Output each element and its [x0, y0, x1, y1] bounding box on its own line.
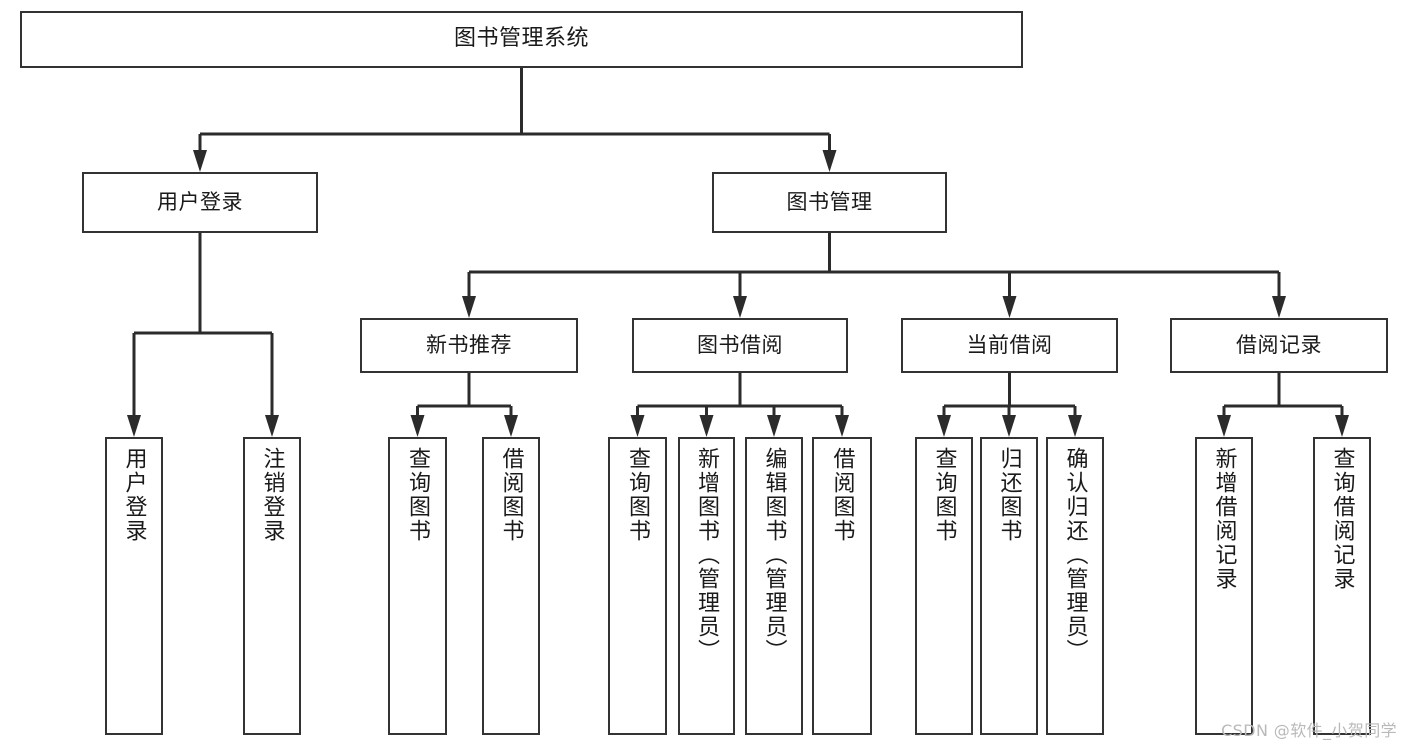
arrow-head-leaf-cur-3	[1068, 415, 1082, 437]
node-label: 图书管理	[786, 189, 873, 214]
node-current[interactable]: 当前借阅	[901, 318, 1118, 373]
node-label: 查询借阅记录	[1329, 447, 1355, 591]
node-leaf-new-2[interactable]: 借阅图书	[482, 437, 540, 735]
node-label: 查询图书	[931, 447, 957, 543]
node-bookmgmt[interactable]: 图书管理	[712, 172, 947, 233]
node-label: 借阅记录	[1236, 332, 1322, 357]
arrow-head-leaf-bor-2	[699, 415, 714, 437]
node-records[interactable]: 借阅记录	[1170, 318, 1388, 373]
node-leaf-rec-2[interactable]: 查询借阅记录	[1313, 437, 1371, 735]
node-borrow[interactable]: 图书借阅	[632, 318, 848, 373]
node-label: 新书推荐	[426, 332, 512, 357]
node-label: 归还图书	[996, 447, 1022, 543]
arrow-head-leaf-rec-1	[1217, 415, 1231, 437]
arrow-head-leaf-new-2	[504, 415, 518, 437]
arrow-head-login	[193, 150, 207, 172]
node-label: 新增借阅记录	[1211, 447, 1237, 591]
arrow-head-leaf-login-1	[127, 415, 141, 437]
arrow-head-newbooks	[462, 296, 476, 318]
node-label: 用户登录	[121, 447, 147, 543]
node-leaf-bor-2[interactable]: 新增图书（管理员）	[678, 437, 735, 735]
arrow-head-leaf-bor-4	[835, 415, 849, 437]
node-login[interactable]: 用户登录	[82, 172, 318, 233]
node-label: 确认归还（管理员）	[1062, 447, 1088, 663]
arrow-head-leaf-login-2	[265, 415, 279, 437]
node-label: 当前借阅	[966, 332, 1053, 357]
arrow-head-bookmgmt	[822, 150, 837, 172]
node-leaf-cur-2[interactable]: 归还图书	[980, 437, 1038, 735]
node-leaf-login-1[interactable]: 用户登录	[105, 437, 163, 735]
arrow-head-leaf-cur-2	[1002, 415, 1016, 437]
node-label: 注销登录	[259, 447, 285, 543]
node-label: 图书管理系统	[453, 26, 589, 52]
node-leaf-cur-3[interactable]: 确认归还（管理员）	[1046, 437, 1104, 735]
arrow-head-leaf-bor-1	[630, 415, 645, 437]
node-newbooks[interactable]: 新书推荐	[360, 318, 578, 373]
watermark: CSDN @软件_小贺同学	[1221, 721, 1397, 740]
arrow-head-leaf-bor-3	[767, 415, 781, 437]
arrow-head-leaf-cur-1	[937, 415, 951, 437]
node-leaf-new-1[interactable]: 查询图书	[388, 437, 447, 735]
arrow-head-current	[1002, 296, 1017, 318]
node-leaf-cur-1[interactable]: 查询图书	[915, 437, 973, 735]
arrow-head-records	[1272, 296, 1286, 318]
node-label: 借阅图书	[498, 447, 524, 543]
node-label: 查询图书	[405, 447, 431, 543]
node-leaf-bor-3[interactable]: 编辑图书（管理员）	[745, 437, 803, 735]
node-label: 用户登录	[157, 189, 243, 214]
node-root[interactable]: 图书管理系统	[20, 11, 1023, 68]
node-label: 新增图书（管理员）	[694, 447, 720, 663]
node-label: 查询图书	[625, 447, 651, 543]
node-label: 编辑图书（管理员）	[761, 447, 787, 663]
node-leaf-bor-1[interactable]: 查询图书	[608, 437, 667, 735]
node-label: 图书借阅	[697, 332, 783, 357]
arrow-head-borrow	[733, 296, 747, 318]
node-leaf-bor-4[interactable]: 借阅图书	[812, 437, 872, 735]
arrow-head-leaf-rec-2	[1335, 415, 1349, 437]
node-label: 借阅图书	[829, 447, 855, 543]
node-leaf-login-2[interactable]: 注销登录	[243, 437, 301, 735]
arrow-head-leaf-new-1	[410, 415, 425, 437]
node-leaf-rec-1[interactable]: 新增借阅记录	[1195, 437, 1253, 735]
